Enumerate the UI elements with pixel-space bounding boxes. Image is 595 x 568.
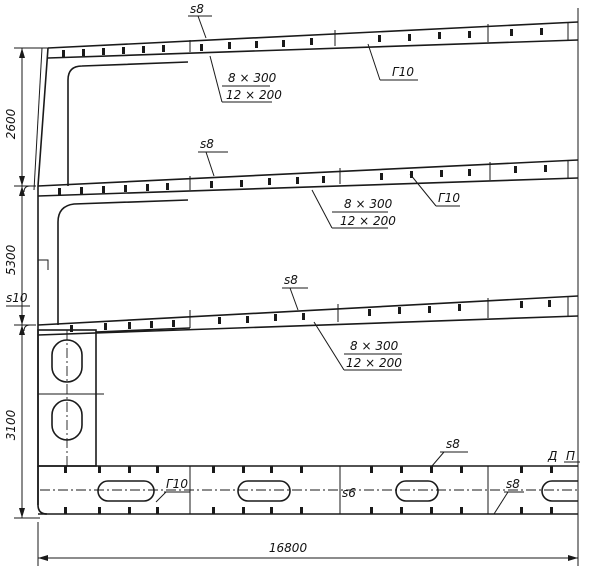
floor-hole-1 bbox=[97, 480, 155, 502]
deck-3-girder-flange-label: 12 × 200 bbox=[346, 356, 402, 370]
floor-hole-2 bbox=[237, 480, 291, 502]
deck-1-girder-web-label: 8 × 300 bbox=[228, 71, 277, 85]
vertical-dimension-chain bbox=[14, 47, 48, 519]
deck-2 bbox=[37, 151, 579, 325]
side-bracket bbox=[37, 329, 104, 467]
dim-height-middle: 5300 bbox=[4, 244, 18, 275]
deck-3-plate-label: s8 bbox=[284, 273, 298, 287]
deck-2-stiffener-label: Г10 bbox=[438, 191, 460, 205]
bracket-hole-lower bbox=[51, 399, 83, 441]
deck-1 bbox=[47, 15, 579, 186]
dim-height-top: 2600 bbox=[4, 108, 18, 139]
deck-1-stiffener-label: Г10 bbox=[392, 65, 414, 79]
side-plate-label: s10 bbox=[6, 291, 28, 305]
horizontal-dimension bbox=[37, 8, 579, 566]
floor-hole-4 bbox=[541, 480, 578, 502]
deck-3 bbox=[37, 287, 579, 371]
mark-d-label: Д bbox=[547, 449, 557, 463]
bottom-stiffener-label: Г10 bbox=[166, 477, 188, 491]
mark-p-label: П bbox=[566, 449, 575, 463]
deck-1-notches bbox=[62, 28, 543, 57]
deck-3-girder-web-label: 8 × 300 bbox=[350, 339, 399, 353]
deck-1-plate-label: s8 bbox=[190, 2, 204, 16]
dim-overall-length: 16800 bbox=[269, 541, 308, 555]
deck-2-notches bbox=[58, 165, 547, 195]
bottom-structure bbox=[37, 451, 580, 515]
bracket-hole-upper bbox=[51, 339, 83, 383]
side-shell bbox=[23, 47, 49, 505]
deck-2-girder-web-label: 8 × 300 bbox=[344, 197, 393, 211]
floor-hole-3 bbox=[395, 480, 439, 502]
bottom-notches-lower bbox=[64, 507, 553, 514]
bottom-plate-label: s8 bbox=[506, 477, 520, 491]
bottom-notches-top bbox=[64, 466, 553, 473]
deck-1-girder-flange-label: 12 × 200 bbox=[226, 88, 282, 102]
deck-2-girder-flange-label: 12 × 200 bbox=[340, 214, 396, 228]
bottom-floor-plate-label: s6 bbox=[342, 486, 356, 500]
deck-3-notches bbox=[70, 300, 551, 332]
dim-height-bottom: 3100 bbox=[4, 409, 18, 440]
deck-2-plate-label: s8 bbox=[200, 137, 214, 151]
bottom-top-plate-label: s8 bbox=[446, 437, 460, 451]
